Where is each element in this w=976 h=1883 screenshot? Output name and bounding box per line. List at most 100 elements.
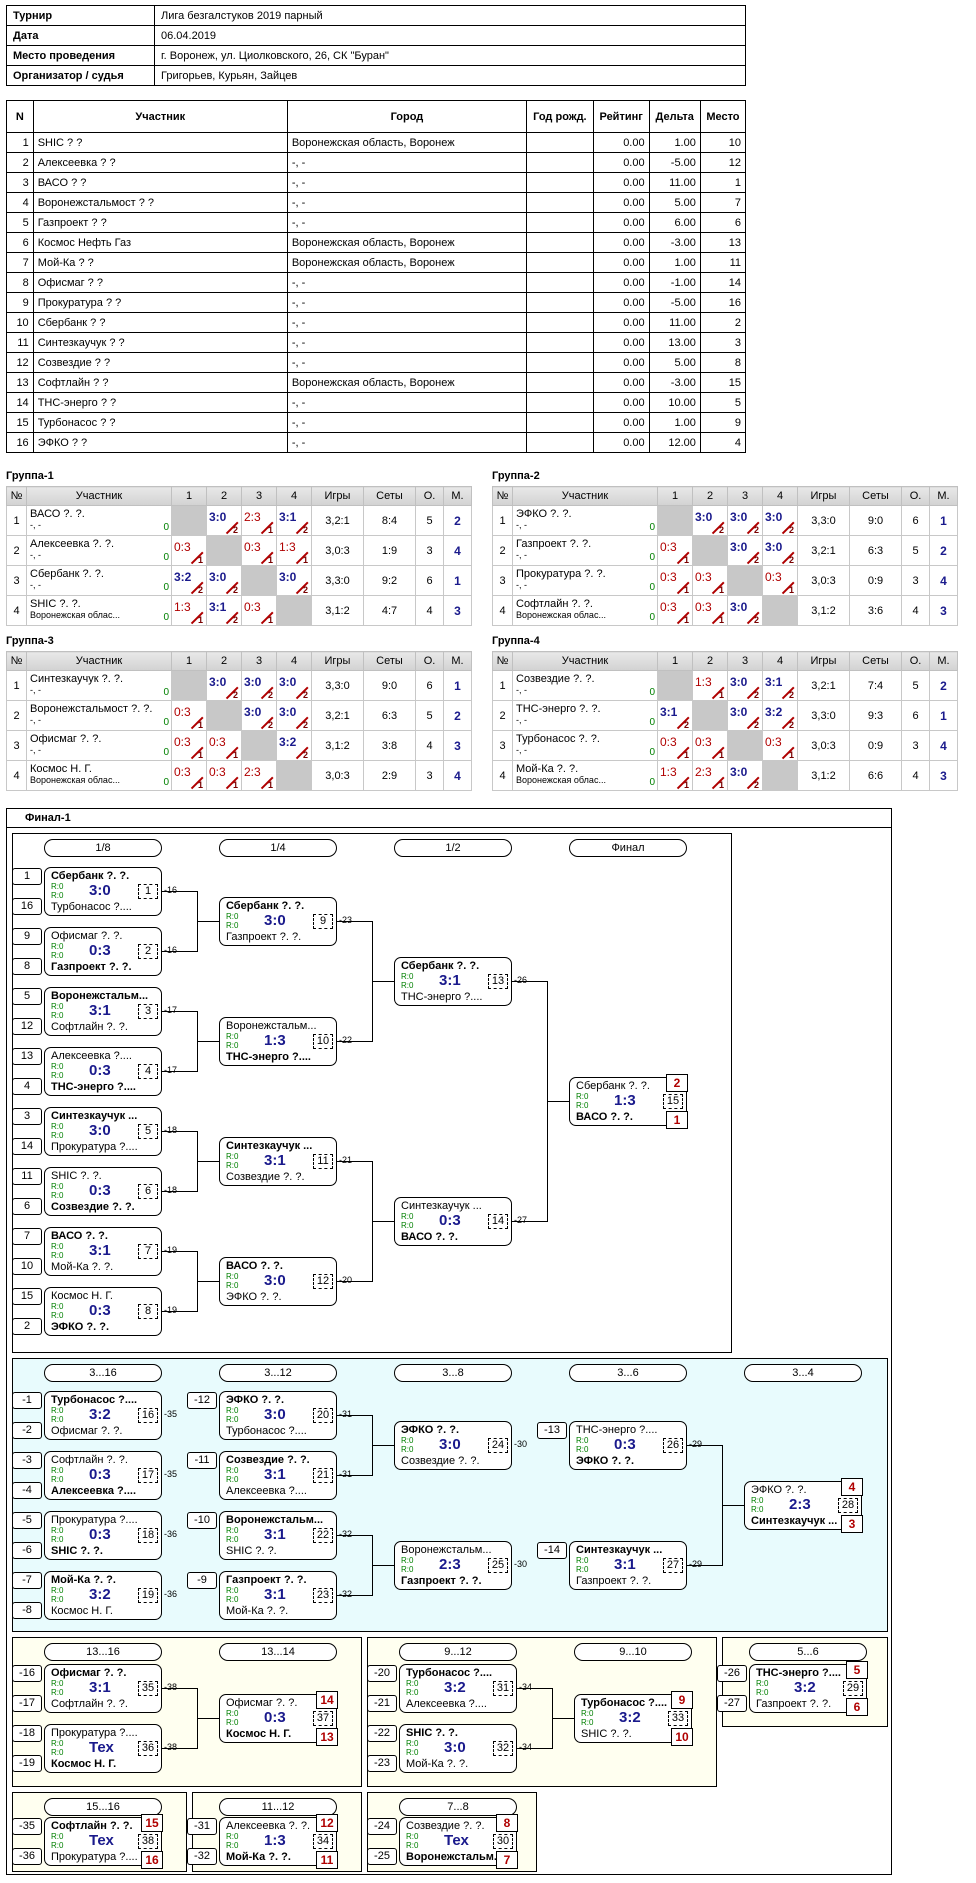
participant-name: Офисмаг ?. ?.	[30, 733, 102, 745]
match-score: 0:3	[439, 1212, 461, 1229]
participant-cell: 0.00	[592, 172, 650, 193]
match-score: 3:1	[439, 972, 461, 989]
result-points: 2	[745, 521, 760, 535]
group-games: 3,1:2	[797, 595, 850, 626]
seed-1: -14	[537, 1542, 567, 1559]
rating-1: R:0	[51, 1002, 64, 1011]
match-number: 34	[313, 1834, 333, 1849]
participant-cell: -, -	[286, 172, 528, 193]
match-score: 0:3	[89, 1526, 111, 1543]
rating-1: R:0	[226, 1466, 239, 1475]
match-player-1: Воронежстальм...	[401, 1544, 492, 1556]
group-diagonal	[657, 670, 693, 701]
group-diagonal	[276, 595, 312, 626]
participant-cell: 6	[699, 212, 747, 233]
match-number: 29	[843, 1681, 863, 1696]
participant-cell: Прокуратура ? ?	[32, 292, 288, 313]
group-header: 2	[692, 486, 728, 506]
group-header: Сеты	[849, 651, 902, 671]
group-sets: 3:6	[849, 595, 902, 626]
rating-1: R:0	[401, 1436, 414, 1445]
round-header: 5...6	[749, 1643, 867, 1661]
result-score: 0:3	[695, 735, 712, 749]
participant-cell: 6.00	[648, 212, 701, 233]
group-header: 3	[241, 486, 277, 506]
result-score: 0:3	[695, 600, 712, 614]
match-player-1: Турбонасос ?....	[406, 1667, 493, 1679]
result-score: 3:0	[244, 705, 262, 719]
rating-1: R:0	[51, 882, 64, 891]
group-sets: 9:0	[849, 505, 902, 536]
result-score: 3:0	[730, 675, 748, 689]
next-match-ref: -34	[519, 1682, 533, 1692]
participant-cell: Воронежская область, Воронеж	[286, 252, 528, 273]
result-points: 2	[294, 521, 309, 535]
participant-cell: 3	[699, 332, 747, 353]
result-score: 3:1	[209, 600, 227, 614]
group-pts: 4	[415, 595, 444, 626]
participant-cell: 0.00	[592, 312, 650, 333]
next-match-ref: -31	[339, 1409, 353, 1419]
rating-2: R:0	[51, 1191, 64, 1200]
group-sets: 9:0	[363, 670, 416, 701]
result-points: 2	[294, 581, 309, 595]
result-score: 3:1	[660, 705, 678, 719]
result-score: 3:0	[279, 570, 297, 584]
rating-1: R:0	[756, 1679, 769, 1688]
result-points: 1	[189, 746, 204, 760]
group-pts: 6	[415, 670, 444, 701]
participant-cell: -, -	[286, 392, 528, 413]
next-match-ref: -30	[514, 1559, 528, 1569]
round-header: 9...12	[399, 1643, 517, 1661]
next-match-ref: -29	[689, 1559, 703, 1569]
group-games: 3,0:3	[797, 565, 850, 596]
participant-cell: 16	[6, 432, 34, 453]
participants-header: Место	[699, 100, 747, 133]
next-match-ref: -38	[164, 1742, 178, 1752]
group-row-number: 1	[492, 670, 513, 701]
